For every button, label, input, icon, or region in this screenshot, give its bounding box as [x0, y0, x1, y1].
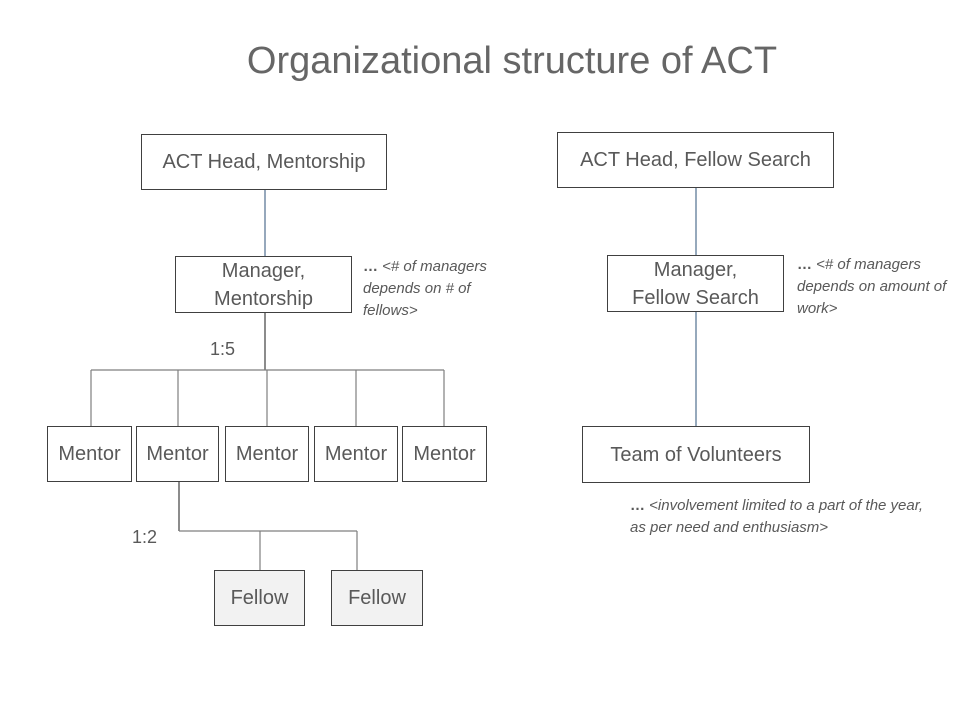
manager-mentorship-label-line2: Mentorship: [214, 287, 313, 310]
ratio-fellows-label: 1:2: [132, 527, 158, 547]
fellow-box: Fellow: [214, 570, 305, 626]
mentor-box: Mentor: [225, 426, 309, 482]
mentor-label: Mentor: [413, 443, 476, 465]
fellow-label: Fellow: [348, 587, 406, 609]
mentor-label: Mentor: [146, 443, 209, 465]
mentor-box: Mentor: [47, 426, 132, 482]
ratio-mentors-label: 1:5: [210, 339, 236, 359]
act-head-mentorship-box: ACT Head, Mentorship: [141, 134, 387, 190]
act-head-mentorship-label: ACT Head, Mentorship: [162, 151, 366, 173]
fellow-label: Fellow: [230, 587, 289, 609]
manager-fellow-search-note-text: <# of managers depends on amount of work…: [797, 256, 947, 317]
team-of-volunteers-box: Team of Volunteers: [582, 426, 810, 483]
manager-mentorship-note-text: <# of managers depends on # of fellows>: [363, 258, 487, 319]
page-title: Organizational structure of ACT: [246, 40, 778, 82]
manager-mentorship-box: Manager, Mentorship: [175, 256, 352, 313]
team-of-volunteers-label: Team of Volunteers: [610, 443, 782, 466]
manager-fellow-search-note-ellipsis: …: [797, 256, 812, 273]
mentor-box: Mentor: [402, 426, 487, 482]
mentor-box: Mentor: [314, 426, 398, 482]
mentor-box: Mentor: [136, 426, 219, 482]
manager-fellow-search-label-line1: Manager,: [653, 258, 738, 281]
team-of-volunteers-note: … <involvement limited to a part of the …: [630, 495, 935, 539]
fellow-box: Fellow: [331, 570, 423, 626]
team-of-volunteers-note-ellipsis: …: [630, 497, 645, 514]
manager-mentorship-note: … <# of managers depends on # of fellows…: [363, 256, 513, 322]
mentor-label: Mentor: [235, 443, 299, 465]
act-head-fellow-search-box: ACT Head, Fellow Search: [557, 132, 834, 188]
mentor-label: Mentor: [58, 443, 121, 465]
manager-mentorship-note-ellipsis: …: [363, 258, 378, 275]
manager-fellow-search-label-line2: Fellow Search: [632, 286, 759, 309]
manager-fellow-search-box: Manager, Fellow Search: [607, 255, 784, 312]
mentor-label: Mentor: [324, 443, 388, 465]
act-head-fellow-search-label: ACT Head, Fellow Search: [580, 149, 811, 171]
manager-fellow-search-note: … <# of managers depends on amount of wo…: [797, 254, 957, 320]
manager-mentorship-label-line1: Manager,: [221, 259, 306, 282]
team-of-volunteers-note-text: <involvement limited to a part of the ye…: [630, 497, 924, 536]
